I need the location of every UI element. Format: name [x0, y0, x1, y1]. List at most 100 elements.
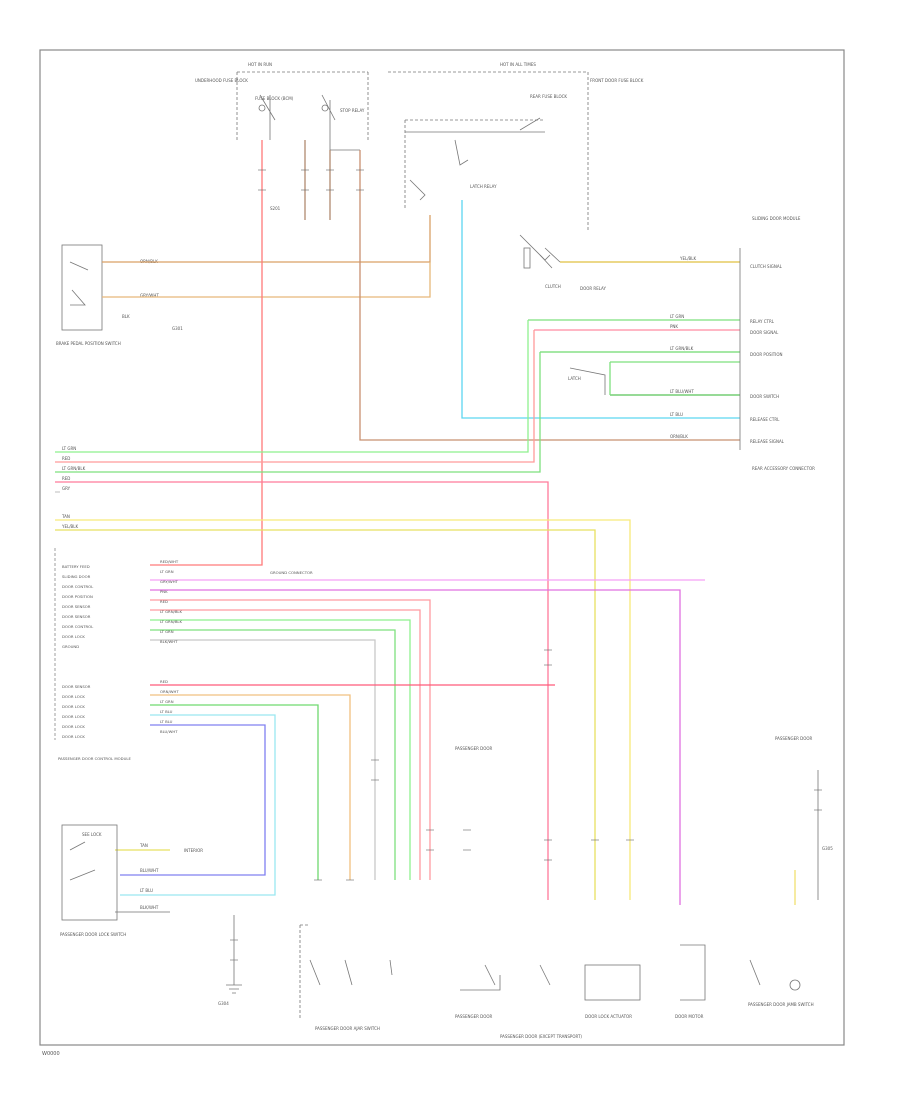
lock-wire-1: BLU/WHT [140, 868, 159, 873]
lock-ground: G304 [218, 1001, 229, 1006]
bottom-components [299, 924, 801, 1020]
fuse-block-left-label: UNDERHOOD FUSE BLOCK [195, 78, 248, 83]
mod-code-a-1: LT GRN [160, 569, 174, 574]
right-ground-label: G305 [822, 846, 833, 851]
top-section [236, 71, 589, 261]
connector-marks [230, 169, 822, 961]
bus-wire-1: RED [62, 456, 70, 461]
brake-switch-labels: BRAKE PEDAL POSITION SWITCH ORN/BLK GRY/… [56, 259, 183, 346]
rm-latch: LATCH [568, 376, 581, 381]
rm-pin-5: RELEASE CTRL [750, 417, 780, 422]
module-ground-connector: GROUND CONNECTOR [270, 570, 313, 575]
mod-code-b-2: LT GRN [160, 699, 174, 704]
rm-wire-6: ORN/BLK [670, 434, 688, 439]
bus-wire-6: YEL/BLK [61, 524, 79, 529]
rm-pin-0: CLUTCH SIGNAL [750, 264, 783, 269]
bus-wire-5: TAN [61, 514, 70, 519]
footer-center: PASSENGER DOOR (EXCEPT TRANSPORT) [500, 1034, 582, 1039]
bus-right-note: REAR ACCESSORY CONNECTOR [752, 466, 815, 471]
footer-left: W0000 [42, 1051, 60, 1057]
door-relay-label: DOOR RELAY [580, 286, 606, 291]
bus-wire-0: LT GRN [62, 446, 76, 451]
hot-run-left-label: HOT IN RUN [248, 62, 272, 67]
mod-in-a-6: DOOR CONTROL [62, 624, 94, 629]
wire-set [55, 140, 819, 913]
mod-code-b-5: BLU/WHT [160, 729, 178, 734]
mod-code-a-3: PNK [160, 589, 168, 594]
mod-in-a-1: SLIDING DOOR [62, 574, 91, 579]
rm-pin-3: DOOR POSITION [750, 352, 782, 357]
module-name: PASSENGER DOOR CONTROL MODULE [58, 756, 131, 761]
mod-code-b-4: LT BLU [160, 719, 173, 724]
mod-code-a-2: GRY/WHT [160, 579, 179, 584]
latch-relay-label: LATCH RELAY [470, 184, 497, 189]
actuator-label: DOOR LOCK ACTUATOR [585, 1014, 632, 1019]
rm-wire-3: LT GRN/BLK [670, 346, 694, 351]
diagram-frame [39, 49, 845, 1046]
lock-switch-labels: SEE LOCK TAN BLU/WHT LT BLU BLK/WHT INTE… [60, 832, 229, 1006]
right-module-labels: SLIDING DOOR MODULE CLUTCH SIGNAL RELAY … [545, 216, 801, 444]
mod-code-a-7: LT GRN [160, 629, 174, 634]
rm-pin-4: DOOR SWITCH [750, 394, 779, 399]
mod-in-a-3: DOOR POSITION [62, 594, 93, 599]
module-inputs-a: BATTERY FEED SLIDING DOOR DOOR CONTROL D… [62, 559, 313, 649]
right-relay-box-label: REAR FUSE BLOCK [530, 94, 567, 99]
module-inputs-b: DOOR SENSOR DOOR LOCK DOOR LOCK DOOR LOC… [58, 679, 179, 761]
lock-switch [61, 824, 242, 994]
top-labels: HOT IN RUN HOT IN ALL TIMES UNDERHOOD FU… [195, 62, 644, 291]
bus-labels: LT GRN RED LT GRN/BLK RED GRY TAN YEL/BL… [61, 446, 815, 529]
mod-code-a-8: BLK/WHT [160, 639, 178, 644]
brake-switch-name: BRAKE PEDAL POSITION SWITCH [56, 341, 121, 346]
hot-run-right-label: HOT IN ALL TIMES [500, 62, 536, 67]
rm-pin-2: DOOR SIGNAL [750, 330, 779, 335]
mod-code-a-5: LT GRN/BLK [160, 609, 183, 614]
brake-wire-mid: GRY/WHT [140, 293, 159, 298]
lock-wire-3: BLK/WHT [140, 905, 159, 910]
lock-wire-2: LT BLU [140, 888, 153, 893]
rm-wire-2: PNK [670, 324, 678, 329]
mod-code-b-1: ORN/WHT [160, 689, 179, 694]
mod-in-b-0: DOOR SENSOR [62, 684, 91, 689]
mod-code-a-0: RED/WHT [160, 559, 179, 564]
rm-wire-4: LT BLU/WHT [670, 389, 694, 394]
door-motor-label: DOOR MOTOR [675, 1014, 704, 1019]
rm-wire-5: LT BLU [670, 412, 683, 417]
mod-in-a-4: DOOR SENSOR [62, 604, 91, 609]
mod-code-a-6: LT GRN/BLK [160, 619, 183, 624]
lock-switch-label: SEE LOCK [82, 832, 102, 837]
bottom-labels: PASSENGER DOOR AJAR SWITCH PASSENGER DOO… [315, 736, 833, 1031]
rm-pin-1: RELAY CTRL [750, 319, 775, 324]
mod-in-b-3: DOOR LOCK [62, 714, 85, 719]
mod-in-b-5: DOOR LOCK [62, 734, 85, 739]
lock-interior: INTERIOR [184, 848, 203, 853]
mod-in-b-4: DOOR LOCK [62, 724, 85, 729]
mod-in-a-7: DOOR LOCK [62, 634, 85, 639]
mod-in-a-0: BATTERY FEED [62, 564, 90, 569]
mod-in-b-2: DOOR LOCK [62, 704, 85, 709]
mod-code-a-4: RED [160, 599, 168, 604]
ajar-switch-label: PASSENGER DOOR AJAR SWITCH [315, 1026, 380, 1031]
right-module-name: SLIDING DOOR MODULE [752, 216, 801, 221]
bus-wire-4: GRY [62, 486, 71, 491]
connector-right-label: PASSENGER DOOR [775, 736, 813, 741]
bus-wire-2: LT GRN/BLK [62, 466, 86, 471]
brake-switch [61, 244, 103, 331]
rm-wire-1: LT GRN [670, 314, 684, 319]
stop-relay-label: STOP RELAY [340, 108, 365, 113]
rm-clutch: CLUTCH [545, 284, 561, 289]
rm-wire-0: YEL/BLK [679, 256, 697, 261]
mod-in-a-8: GROUND [62, 644, 79, 649]
mod-in-b-1: DOOR LOCK [62, 694, 85, 699]
jamb-switch-label: PASSENGER DOOR JAMB SWITCH [748, 1002, 814, 1007]
bus-wire-3: RED [62, 476, 70, 481]
lock-wire-0: TAN [139, 843, 148, 848]
rm-pin-6: RELEASE SIGNAL [750, 439, 785, 444]
passenger-door-label: PASSENGER DOOR [455, 1014, 493, 1019]
splice-left-label: S201 [270, 206, 281, 211]
brake-wire-bot: BLK [122, 314, 130, 319]
mod-code-b-3: LT BLU [160, 709, 173, 714]
lock-switch-name: PASSENGER DOOR LOCK SWITCH [60, 932, 126, 937]
mod-in-a-2: DOOR CONTROL [62, 584, 94, 589]
